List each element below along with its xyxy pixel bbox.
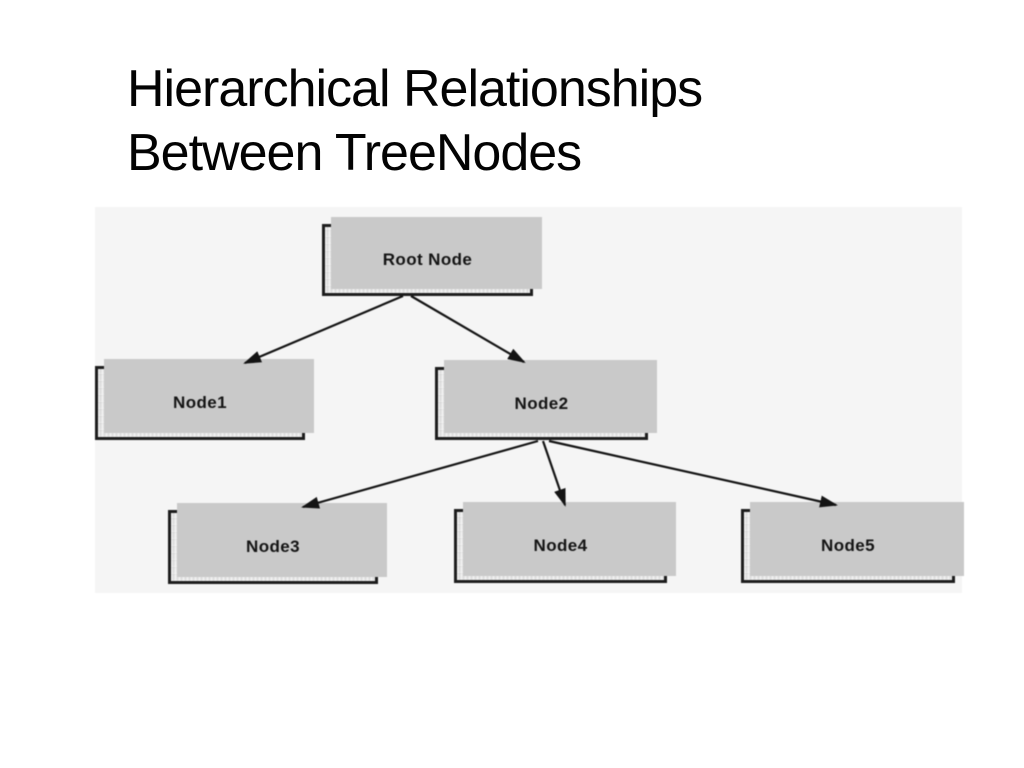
tree-node-label-node3: Node3: [246, 537, 300, 556]
tree-node-node1: Node1: [95, 359, 314, 440]
edge-root-node2: [410, 295, 526, 364]
tree-node-node3: Node3: [168, 503, 387, 584]
tree-node-label-node2: Node2: [514, 393, 569, 413]
slide-title: Hierarchical Relationships Between TreeN…: [127, 57, 703, 185]
edge-node2-node3: [301, 439, 539, 509]
tree-node-label-node5: Node5: [821, 536, 875, 555]
slide-title-line1: Hierarchical Relationships: [127, 60, 703, 118]
tree-node-root: Root Node: [322, 217, 542, 296]
slide-title-line2: Between TreeNodes: [127, 124, 582, 182]
tree-node-node4: Node4: [454, 502, 676, 583]
edge-root-node1: [243, 294, 404, 365]
tree-node-label-root: Root Node: [382, 250, 473, 269]
edge-node2-node5: [548, 439, 838, 508]
tree-node-label-node1: Node1: [173, 393, 227, 412]
tree-node-node5: Node5: [741, 502, 964, 583]
tree-node-node2: Node2: [435, 360, 657, 440]
edge-node2-node4: [541, 440, 567, 507]
tree-node-label-node4: Node4: [533, 536, 588, 555]
